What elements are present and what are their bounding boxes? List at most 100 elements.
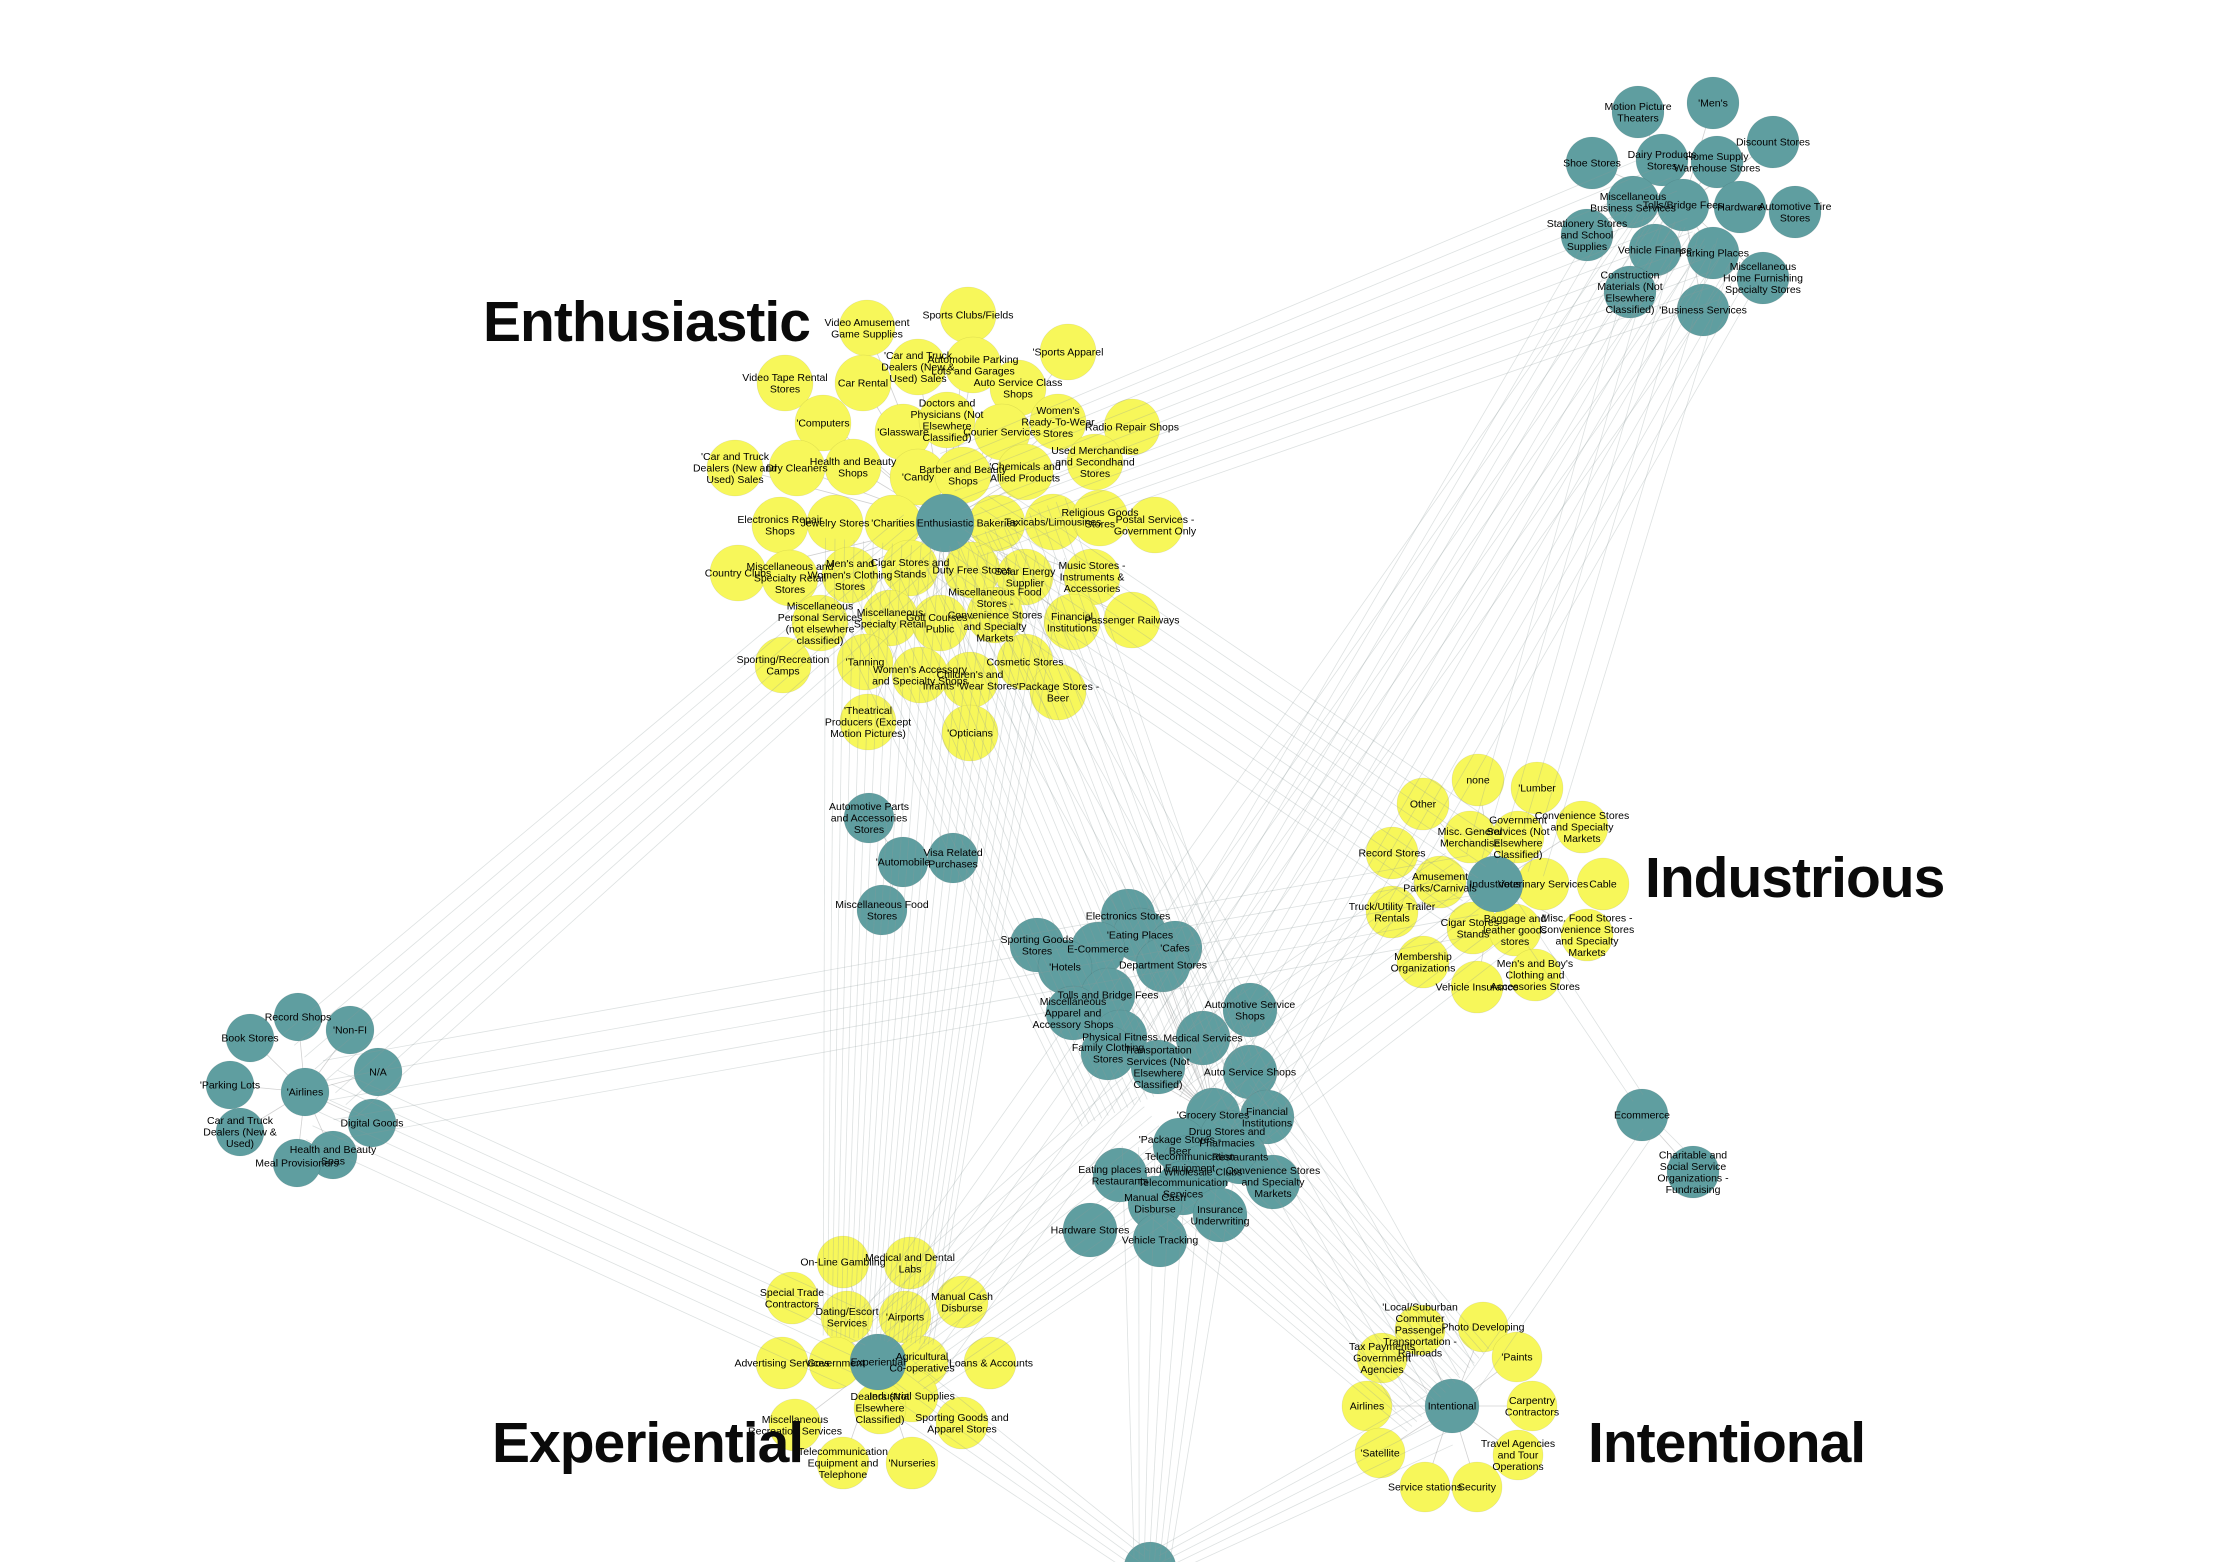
graph-node[interactable] <box>1457 1301 1509 1353</box>
graph-node[interactable] <box>941 704 999 762</box>
graph-node[interactable] <box>1628 223 1682 277</box>
graph-node[interactable] <box>794 394 852 452</box>
graph-node[interactable] <box>1713 180 1767 234</box>
graph-node[interactable] <box>856 884 908 936</box>
graph-node[interactable] <box>963 1336 1017 1390</box>
graph-node[interactable] <box>939 286 997 344</box>
graph-node[interactable] <box>1132 1212 1188 1268</box>
graph-node[interactable] <box>1124 1541 1176 1562</box>
graph-node[interactable] <box>1354 1427 1406 1479</box>
graph-node[interactable] <box>1686 226 1740 280</box>
cluster-hub-node[interactable] <box>1466 855 1524 913</box>
graph-node[interactable] <box>1690 135 1744 189</box>
graph-node[interactable] <box>205 1060 255 1110</box>
graph-node[interactable] <box>834 354 892 412</box>
graph-node[interactable] <box>824 438 882 496</box>
graph-node[interactable] <box>1341 1380 1393 1432</box>
graph-node[interactable] <box>821 546 879 604</box>
graph-node[interactable] <box>756 354 814 412</box>
graph-node[interactable] <box>765 1271 819 1325</box>
graph-node[interactable] <box>996 443 1054 501</box>
graph-node[interactable] <box>1396 777 1450 831</box>
graph-node[interactable] <box>791 594 849 652</box>
graph-node[interactable] <box>1576 857 1630 911</box>
graph-node[interactable] <box>927 832 979 884</box>
graph-node[interactable] <box>706 439 764 497</box>
graph-node[interactable] <box>709 544 767 602</box>
graph-node[interactable] <box>353 1047 403 1097</box>
graph-node[interactable] <box>1365 826 1419 880</box>
graph-node[interactable] <box>1175 1010 1231 1066</box>
graph-node[interactable] <box>1062 1202 1118 1258</box>
graph-node[interactable] <box>272 1138 322 1188</box>
graph-node[interactable] <box>1768 185 1822 239</box>
graph-node[interactable] <box>1686 76 1740 130</box>
graph-node[interactable] <box>1130 1039 1186 1095</box>
graph-node[interactable] <box>1635 133 1689 187</box>
cluster-hub-node[interactable] <box>915 493 975 553</box>
graph-node[interactable] <box>1222 982 1278 1038</box>
graph-node[interactable] <box>1356 1332 1408 1384</box>
graph-node[interactable] <box>1666 1145 1720 1199</box>
graph-node[interactable] <box>816 1436 870 1490</box>
graph-node[interactable] <box>996 548 1054 606</box>
graph-node[interactable] <box>280 1067 330 1117</box>
graph-node[interactable] <box>1560 908 1614 962</box>
graph-node[interactable] <box>1245 1154 1301 1210</box>
graph-node[interactable] <box>768 1398 822 1452</box>
cluster-hub-node[interactable] <box>1424 1378 1480 1434</box>
graph-node[interactable] <box>1603 265 1657 319</box>
graph-node[interactable] <box>885 1436 939 1490</box>
graph-node[interactable] <box>935 1396 989 1450</box>
graph-node[interactable] <box>751 496 809 554</box>
graph-node[interactable] <box>1615 1088 1669 1142</box>
graph-node[interactable] <box>911 594 969 652</box>
graph-node[interactable] <box>1510 761 1564 815</box>
graph-node[interactable] <box>877 836 929 888</box>
graph-node[interactable] <box>1450 960 1504 1014</box>
graph-node[interactable] <box>1394 1304 1446 1356</box>
graph-node[interactable] <box>1491 1331 1543 1383</box>
graph-node[interactable] <box>1126 496 1184 554</box>
graph-node[interactable] <box>768 439 826 497</box>
graph-node[interactable] <box>839 693 897 751</box>
graph-node[interactable] <box>1029 663 1087 721</box>
graph-node[interactable] <box>1676 283 1730 337</box>
graph-node[interactable] <box>1135 937 1191 993</box>
graph-node[interactable] <box>935 1275 989 1329</box>
graph-node[interactable] <box>1451 1461 1503 1513</box>
graph-node[interactable] <box>1399 1461 1451 1513</box>
graph-node[interactable] <box>1192 1187 1248 1243</box>
graph-node[interactable] <box>1506 1380 1558 1432</box>
graph-node[interactable] <box>1492 1429 1544 1481</box>
graph-node[interactable] <box>1029 393 1087 451</box>
graph-node[interactable] <box>325 1005 375 1055</box>
graph-node[interactable] <box>806 494 864 552</box>
graph-node[interactable] <box>836 633 894 691</box>
graph-node[interactable] <box>889 338 947 396</box>
graph-node[interactable] <box>1451 753 1505 807</box>
graph-node[interactable] <box>1365 885 1419 939</box>
graph-node[interactable] <box>1516 857 1570 911</box>
graph-node[interactable] <box>941 651 999 709</box>
graph-node[interactable] <box>843 792 895 844</box>
graph-node[interactable] <box>816 1235 870 1289</box>
graph-node[interactable] <box>1656 178 1710 232</box>
graph-node[interactable] <box>1396 935 1450 989</box>
graph-node[interactable] <box>966 586 1024 644</box>
graph-node[interactable] <box>1555 800 1609 854</box>
graph-node[interactable] <box>1491 810 1545 864</box>
graph-node[interactable] <box>1103 591 1161 649</box>
graph-node[interactable] <box>1560 208 1614 262</box>
graph-node[interactable] <box>1565 136 1619 190</box>
graph-node[interactable] <box>761 549 819 607</box>
graph-node[interactable] <box>1043 593 1101 651</box>
graph-node[interactable] <box>883 1236 937 1290</box>
graph-node[interactable] <box>1508 948 1562 1002</box>
graph-node[interactable] <box>1103 398 1161 456</box>
graph-node[interactable] <box>754 636 812 694</box>
graph-node[interactable] <box>1736 251 1790 305</box>
graph-node[interactable] <box>273 992 323 1042</box>
cluster-hub-node[interactable] <box>849 1333 907 1391</box>
graph-node[interactable] <box>1746 115 1800 169</box>
